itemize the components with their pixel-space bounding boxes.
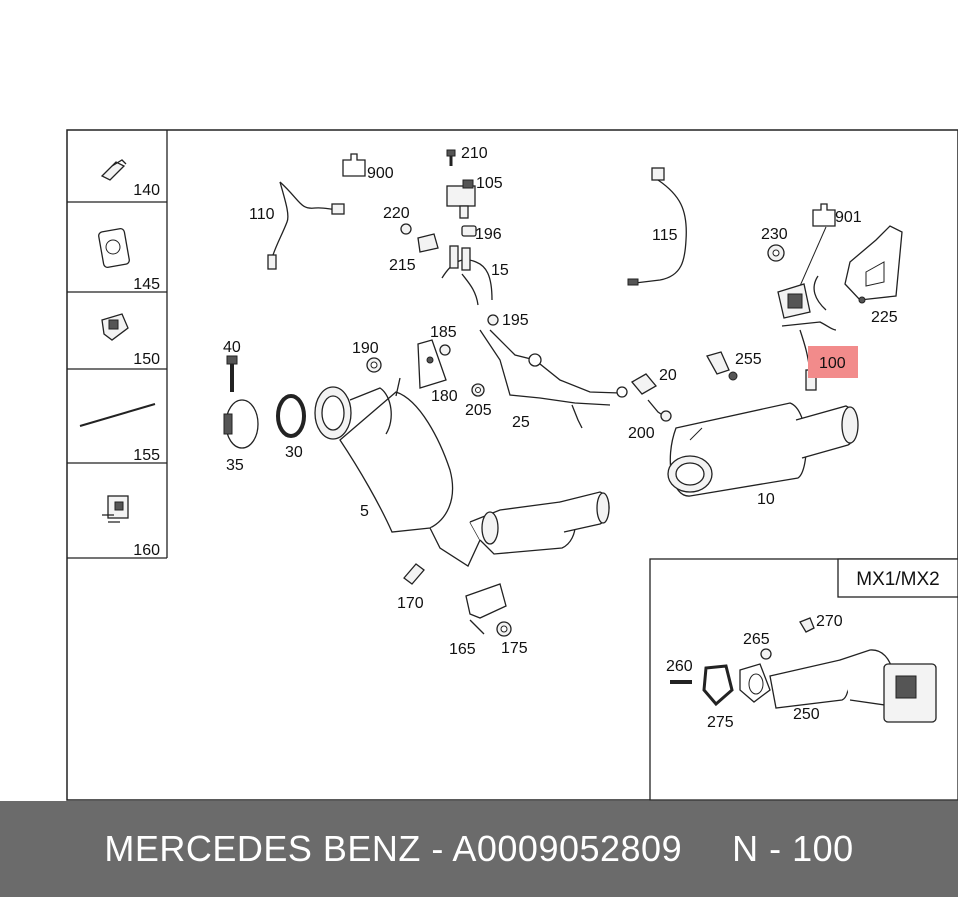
callout-25: 25 (512, 414, 530, 431)
side-callout-160: 160 (133, 542, 160, 559)
part-225-bracket (844, 225, 903, 304)
part-220-nut (400, 223, 412, 235)
part-190-nut (366, 357, 382, 373)
inset-title-box (837, 558, 958, 598)
footer-brand-part-number: MERCEDES BENZ - A0009052809 (104, 828, 683, 869)
callout-165: 165 (449, 641, 476, 658)
part-15-hose (441, 245, 493, 306)
side-callout-150: 150 (133, 351, 160, 368)
part-180-bracket (417, 339, 447, 389)
callout-170: 170 (397, 595, 424, 612)
callout-901: 901 (835, 209, 862, 226)
highlight-100 (808, 346, 858, 378)
callout-210: 210 (461, 145, 488, 162)
callout-205: 205 (465, 402, 492, 419)
part-230-nut (767, 244, 785, 262)
inset-title: MX1/MX2 (856, 569, 939, 590)
connector-900 (342, 153, 366, 177)
part-30-gasket (276, 394, 306, 438)
part-115-sensor-cable (627, 167, 687, 286)
callout-35: 35 (226, 457, 244, 474)
part-20-clamp (616, 373, 657, 398)
callout-195: 195 (502, 312, 529, 329)
callout-100: 100 (819, 355, 846, 372)
part-185-nut (439, 344, 451, 356)
callout-265: 265 (743, 631, 770, 648)
part-110-sensor-cable (267, 181, 345, 270)
part-200-pipe (647, 399, 672, 422)
callout-230: 230 (761, 226, 788, 243)
footer-position: N - 100 (732, 828, 854, 869)
callout-180: 180 (431, 388, 458, 405)
callout-200: 200 (628, 425, 655, 442)
side-callout-145: 145 (133, 276, 160, 293)
callout-255: 255 (735, 351, 762, 368)
side-callout-155: 155 (133, 447, 160, 464)
part-275-gasket (702, 664, 734, 707)
part-35-clamp (223, 399, 259, 449)
part-40-bolt (226, 355, 238, 392)
callout-175: 175 (501, 640, 528, 657)
callout-110: 110 (249, 206, 275, 223)
part-145-gasket (98, 227, 130, 269)
part-215-bracket (417, 233, 439, 253)
callout-275: 275 (707, 714, 734, 731)
part-210-bolt (446, 149, 456, 166)
part-105-pressure-sensor (446, 179, 476, 219)
callout-40: 40 (223, 339, 241, 356)
part-25-pressure-pipes (479, 329, 621, 429)
part-160-holder (102, 495, 129, 523)
part-10-scr-catalyst (667, 402, 859, 497)
part-205-nut (471, 383, 485, 397)
callout-15: 15 (491, 262, 509, 279)
part-150-bracket (101, 313, 129, 341)
side-callout-140: 140 (133, 182, 160, 199)
part-165-bracket (465, 583, 507, 635)
callout-5: 5 (360, 503, 369, 520)
part-140-clip (100, 159, 127, 181)
callout-250: 250 (793, 706, 820, 723)
part-175-nut (496, 621, 512, 637)
part-196-clip (461, 225, 477, 237)
callout-270: 270 (816, 613, 843, 630)
footer-bar: MERCEDES BENZ - A0009052809 N - 100 (0, 801, 958, 897)
callout-196: 196 (475, 226, 502, 243)
diagram-frame (66, 129, 958, 801)
part-155-rod (79, 403, 156, 427)
part-255-holder (706, 351, 738, 381)
connector-901 (812, 203, 836, 227)
callout-190: 190 (352, 340, 379, 357)
callout-225: 225 (871, 309, 898, 326)
callout-10: 10 (757, 491, 775, 508)
part-250-catalyst-mx (739, 649, 937, 723)
part-5-diesel-particulate-filter (314, 377, 610, 567)
part-195-clamp (487, 314, 499, 326)
callout-30: 30 (285, 444, 303, 461)
callout-900: 900 (367, 165, 394, 182)
callout-115: 115 (652, 227, 678, 244)
callout-185: 185 (430, 324, 457, 341)
part-170-clip (403, 563, 425, 585)
part-270-clip (799, 617, 815, 633)
callout-105: 105 (476, 175, 503, 192)
part-265-nut (760, 648, 772, 660)
callout-260: 260 (666, 658, 693, 675)
callout-20: 20 (659, 367, 677, 384)
callout-220: 220 (383, 205, 410, 222)
callout-215: 215 (389, 257, 416, 274)
